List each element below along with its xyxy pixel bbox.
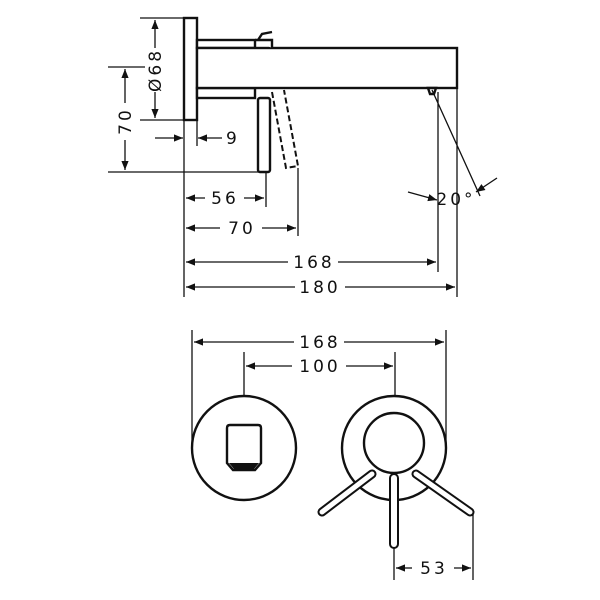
- lever-handle: [258, 98, 270, 172]
- lever-left: [322, 474, 372, 512]
- side-view: Ø68 70 9 56 70 168 180 20°: [108, 18, 497, 298]
- dim-center-distance: 100: [299, 357, 340, 377]
- dim-plate-thickness: 9: [226, 129, 240, 149]
- spout-opening: [229, 463, 259, 469]
- front-view: 168 100 53: [192, 330, 473, 580]
- lower-pipe: [197, 88, 255, 98]
- mixer-knob: [364, 413, 424, 473]
- dim-projection: 180: [299, 278, 340, 298]
- lever-swing-outline: [272, 90, 298, 168]
- spout: [197, 48, 457, 88]
- dim-plate-diameter: Ø68: [146, 48, 166, 92]
- dim-lever-swing: 70: [228, 219, 256, 239]
- wall-plate: [184, 18, 197, 120]
- lever-right: [416, 474, 470, 512]
- dim-spray-angle: 20°: [436, 190, 475, 210]
- dim-arrow: [408, 192, 437, 200]
- dim-spout-to-outlet: 168: [293, 253, 334, 273]
- dim-lever-reach: 53: [420, 559, 448, 579]
- dim-arrow: [476, 178, 497, 192]
- dim-overall-width: 168: [299, 333, 340, 353]
- dim-lever-offset: 56: [211, 189, 239, 209]
- dim-height: 70: [116, 107, 136, 135]
- lever-top: [255, 32, 272, 48]
